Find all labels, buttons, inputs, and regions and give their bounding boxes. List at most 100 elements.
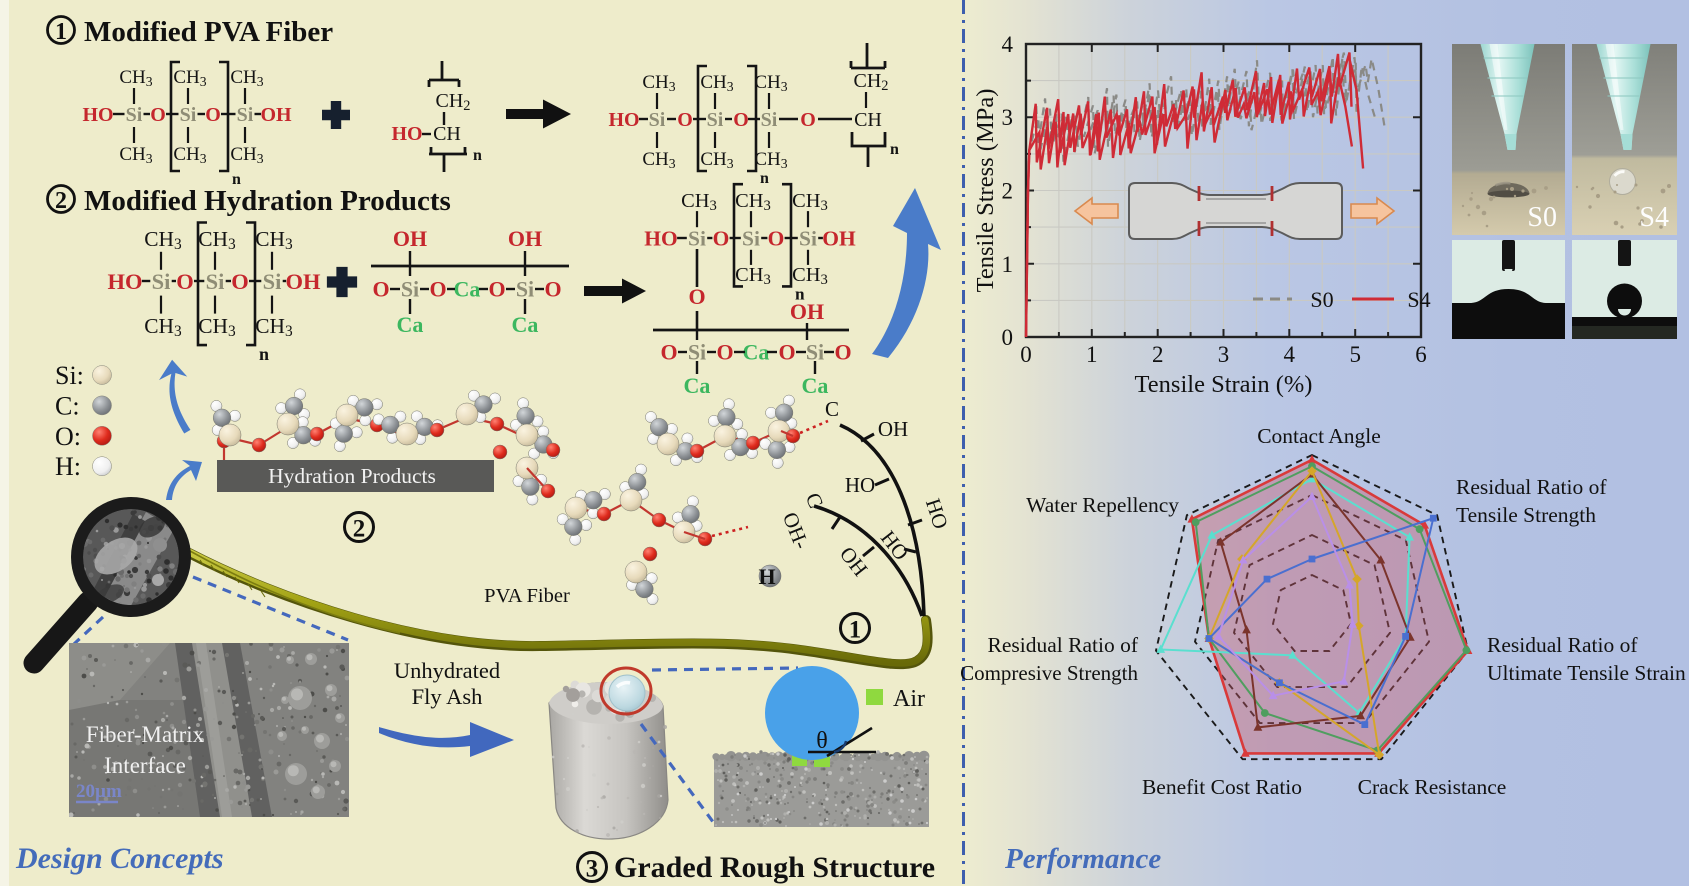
svg-text:CH3: CH3 [230,144,263,166]
svg-text:Compresive Strength: Compresive Strength [960,661,1138,685]
svg-text:Modified Hydration Products: Modified Hydration Products [84,185,451,217]
svg-text:1: 1 [1002,252,1014,277]
svg-text:Crack Resistance: Crack Resistance [1358,775,1507,799]
svg-text:CH3: CH3 [642,72,675,94]
svg-text:CH3: CH3 [700,72,733,94]
svg-text:Ultimate Tensile Strain: Ultimate Tensile Strain [1487,661,1686,685]
svg-text:Si: Si [799,227,817,251]
svg-text:CH3: CH3 [119,67,152,89]
svg-text:Ca: Ca [454,277,481,302]
svg-text:S0: S0 [1527,202,1557,233]
svg-text:OH: OH [260,104,292,126]
svg-text:Benefit Cost Ratio: Benefit Cost Ratio [1142,775,1302,799]
svg-text:Si: Si [806,340,824,365]
svg-text:4: 4 [1002,32,1014,57]
svg-text:Fiber-Matrix: Fiber-Matrix [86,722,205,747]
svg-text:θ: θ [816,728,828,754]
svg-text:Si: Si [126,104,143,126]
svg-text:CH3: CH3 [754,72,787,94]
svg-text:OH: OH [790,299,824,324]
svg-text:Si: Si [688,227,706,251]
svg-text:Si: Si [206,269,225,294]
svg-text:Si: Si [649,109,666,131]
svg-text:O: O [150,104,166,126]
svg-text:Air: Air [893,686,925,712]
svg-text:2: 2 [55,188,67,214]
svg-text:Modified PVA Fiber: Modified PVA Fiber [84,16,333,48]
svg-text:2: 2 [1002,179,1014,204]
svg-text:PVA Fiber: PVA Fiber [484,585,570,607]
svg-text:Performance: Performance [1004,843,1161,875]
svg-text:O: O [205,104,221,126]
svg-text:HO: HO [644,227,677,251]
svg-text:Interface: Interface [104,753,186,778]
svg-text:n: n [795,284,805,303]
svg-text:Si: Si [401,277,419,302]
svg-text:n: n [473,147,482,164]
svg-text:n: n [890,141,899,158]
svg-text:Si: Si [263,269,282,294]
svg-text:2: 2 [1152,342,1164,367]
svg-text:OH: OH [878,417,908,441]
svg-text:CH: CH [854,109,882,131]
svg-text:CH3: CH3 [735,190,771,214]
svg-text:O: O [660,340,677,365]
svg-text:HO: HO [107,269,142,294]
svg-text:Residual Ratio of: Residual Ratio of [1487,633,1638,657]
svg-text:H: H [758,564,775,589]
svg-text:CH3: CH3 [642,149,675,171]
svg-text:Si: Si [761,109,778,131]
svg-text:5: 5 [1349,342,1361,367]
svg-text:0: 0 [1020,342,1032,367]
svg-text:20µm: 20µm [76,781,122,802]
svg-text:O: O [688,284,705,309]
svg-text:Residual Ratio of: Residual Ratio of [988,633,1139,657]
svg-text:CH3: CH3 [754,149,787,171]
svg-text:O: O [544,277,561,302]
svg-text:HO: HO [82,104,113,126]
svg-text:CH3: CH3 [119,144,152,166]
svg-text:CH3: CH3 [230,67,263,89]
svg-text:O: O [488,277,505,302]
svg-text:3: 3 [1218,342,1230,367]
svg-text:1: 1 [55,19,67,45]
svg-text:O: O [716,340,733,365]
svg-text:Si: Si [707,109,724,131]
svg-text:O: O [231,269,249,294]
svg-text:Ca: Ca [743,340,770,365]
svg-text:Si: Si [688,340,706,365]
svg-text:Tensile Strain (%): Tensile Strain (%) [1135,371,1313,398]
svg-text:S4: S4 [1407,287,1430,312]
svg-text:HO: HO [608,109,639,131]
svg-text:O: O [429,277,446,302]
svg-text:O: O [834,340,851,365]
svg-text:n: n [760,170,769,187]
svg-text:O: O [733,109,749,131]
svg-text:Ca: Ca [802,373,829,398]
svg-text:O: O [778,340,795,365]
svg-text:Ca: Ca [397,312,424,337]
svg-text:O: O [677,109,693,131]
svg-text:Hydration Products: Hydration Products [268,464,436,488]
svg-text:Contact Angle: Contact Angle [1257,424,1381,448]
svg-text:Residual Ratio of: Residual Ratio of [1456,475,1607,499]
svg-text:2: 2 [353,516,366,543]
svg-text:O: O [713,227,730,251]
svg-text:S4: S4 [1639,202,1669,233]
svg-text:n: n [259,344,269,364]
svg-text:4: 4 [1284,342,1296,367]
svg-text:CH3: CH3 [173,144,206,166]
svg-text:Fly Ash: Fly Ash [412,684,483,709]
svg-text:H:: H: [55,452,81,481]
svg-text:C: C [825,397,839,421]
svg-text:CH: CH [433,123,461,145]
svg-text:Si: Si [516,277,534,302]
svg-text:OH: OH [285,269,321,294]
svg-text:6: 6 [1415,342,1427,367]
svg-text:3: 3 [586,856,599,883]
svg-text:1: 1 [1086,342,1098,367]
svg-text:HO: HO [391,123,422,145]
svg-text:Unhydrated: Unhydrated [394,658,500,683]
svg-text:O: O [176,269,194,294]
svg-text:Design Concepts: Design Concepts [15,842,224,875]
